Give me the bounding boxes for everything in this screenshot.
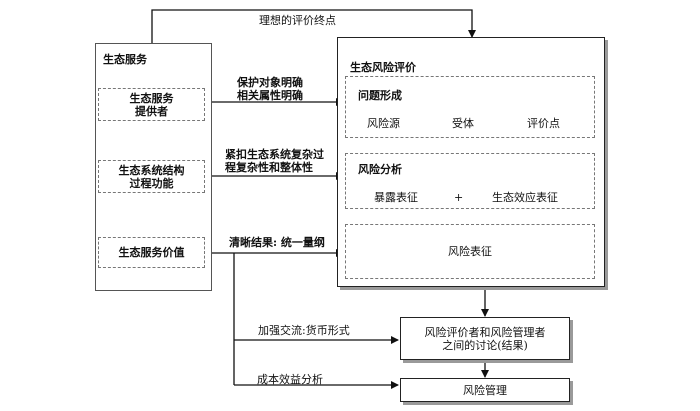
risk-characterization-box: 风险表征 [345,224,595,279]
eco-service-title: 生态服务 [103,53,147,66]
plus-label: + [454,191,464,204]
risk-analysis-box [345,153,595,209]
service-value-box: 生态服务价值 [98,237,205,268]
risk-analysis-title: 风险分析 [358,163,402,176]
risk-management-box: 风险管理 [400,378,570,402]
risk-management-label: 风险管理 [463,383,507,397]
receptor-label: 受体 [452,117,474,130]
service-value-label: 生态服务价值 [118,246,185,259]
risk-source-label: 风险源 [367,117,400,130]
ecosystem-structure-label: 生态系统结构 过程功能 [118,163,185,190]
exposure-label: 暴露表征 [374,191,418,204]
ideal-endpoint-arrow [151,9,476,43]
assessment-endpoint-label: 评价点 [527,117,560,130]
cost-label: 成本效益分析 [257,373,323,386]
effect-label: 生态效应表征 [492,191,558,204]
ideal-endpoint-label: 理想的评价终点 [259,14,336,27]
problem-formation-box [345,76,595,138]
clear-result-label: 清晰结果: 统一量纲 [229,236,325,249]
protect-label: 保护对象明确 相关属性明确 [237,76,303,102]
risk-evaluation-title: 生态风险评价 [350,61,416,74]
complex-label: 紧扣生态系统复杂过 程复杂性和整体性 [225,148,324,174]
exchange-label: 加强交流:货币形式 [258,324,350,337]
discussion-label: 风险评价者和风险管理者 之间的讨论(结果) [424,325,546,352]
risk-characterization-label: 风险表征 [448,245,492,258]
service-provider-box: 生态服务 提供者 [98,88,205,121]
problem-formation-title: 问题形成 [358,89,402,102]
service-provider-label: 生态服务 提供者 [129,91,174,118]
discussion-box: 风险评价者和风险管理者 之间的讨论(结果) [400,317,570,360]
ecosystem-structure-box: 生态系统结构 过程功能 [98,160,205,193]
